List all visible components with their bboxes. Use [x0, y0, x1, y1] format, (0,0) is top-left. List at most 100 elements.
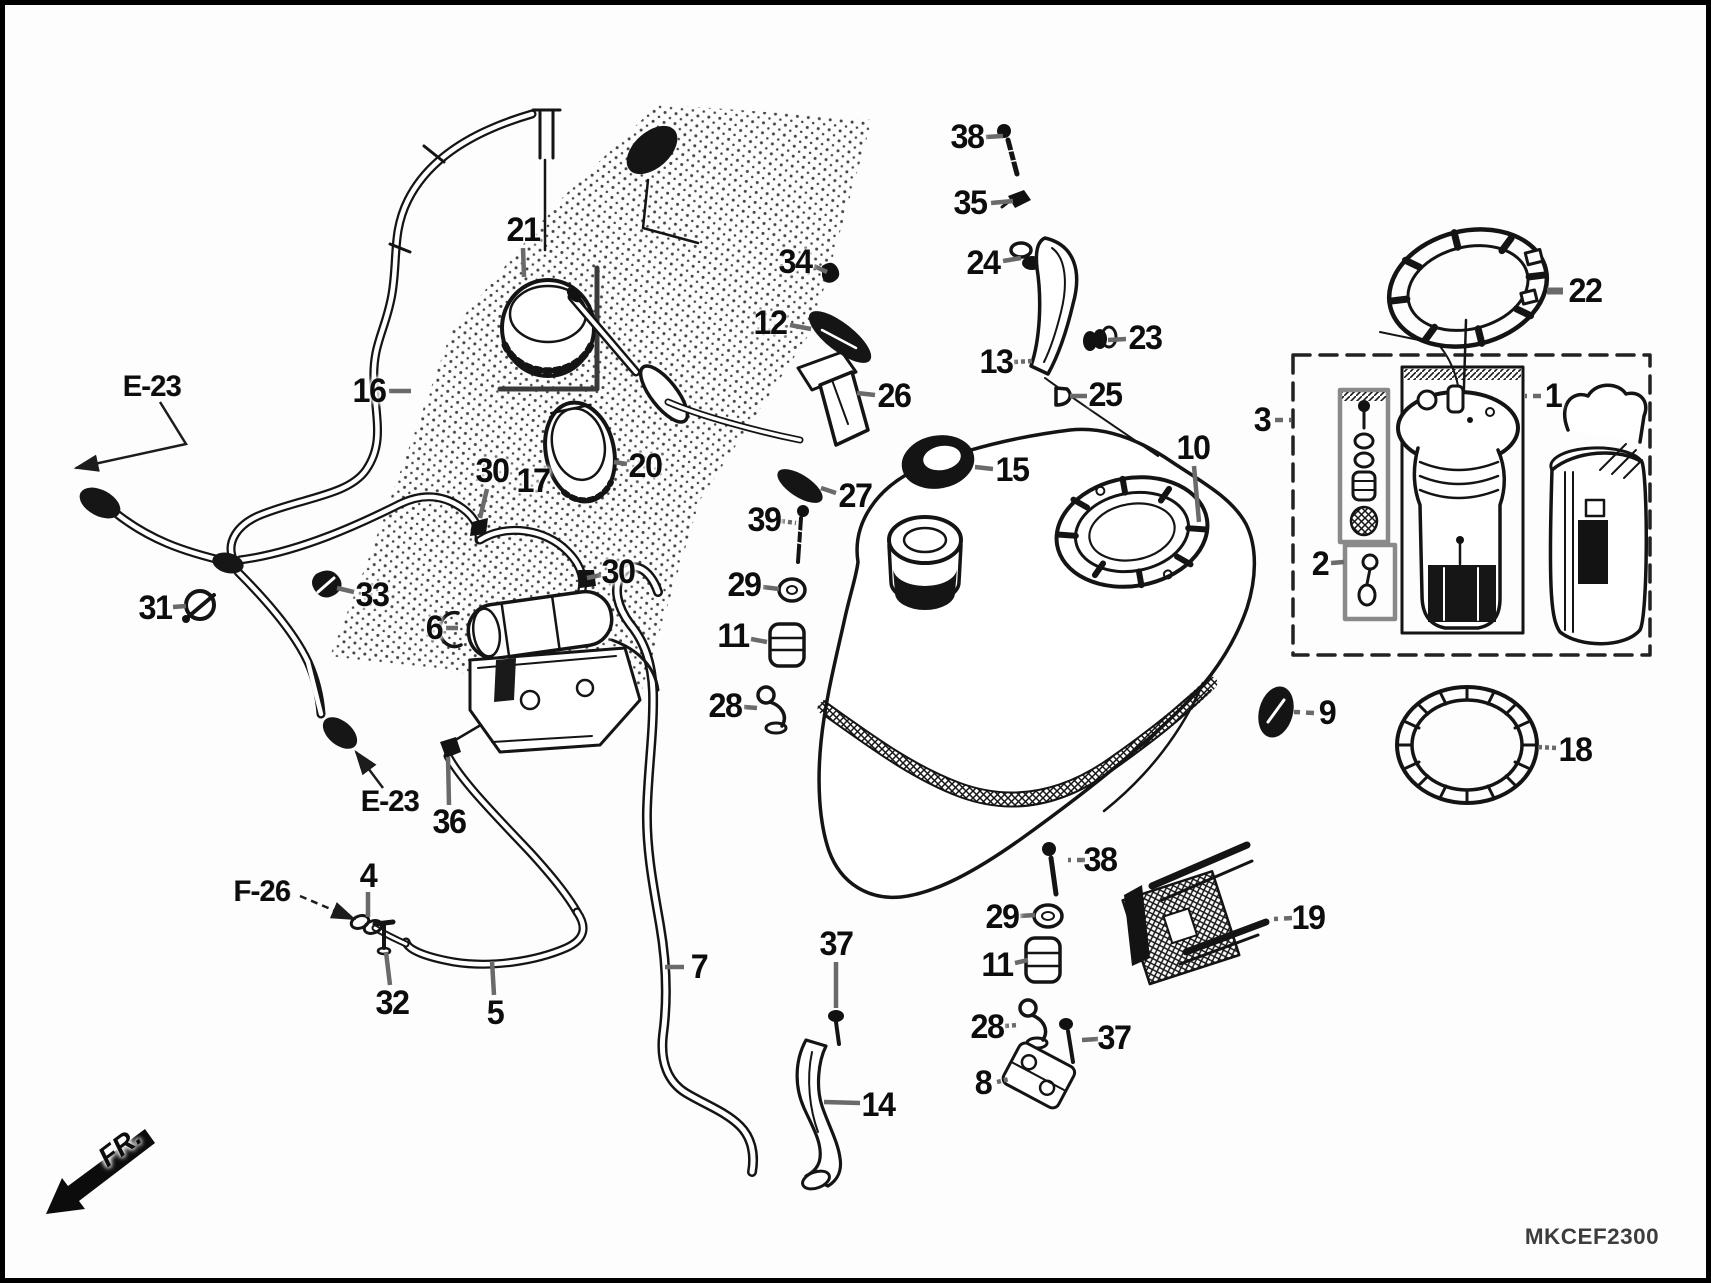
ref-label-E-23-45: E-23 [122, 370, 182, 403]
part-label-14-37: 14 [861, 1086, 896, 1124]
leader-21-9 [520, 247, 527, 278]
part-label-24-2: 24 [966, 244, 1001, 282]
part-label-25-7: 25 [1088, 376, 1123, 414]
leader-33-25 [336, 585, 355, 595]
diagram-code: MKCEF2300 [1524, 1224, 1660, 1249]
leader-2-23 [1330, 559, 1345, 566]
leader-31-24 [172, 603, 187, 610]
leader-29-39 [1019, 912, 1036, 919]
part-label-19-41: 19 [1291, 899, 1326, 937]
part-label-6-26: 6 [425, 609, 444, 647]
part-label-15-14: 15 [995, 451, 1030, 489]
ref-arrow-E-23-45 [73, 401, 188, 472]
part-label-17-12: 17 [516, 462, 551, 500]
tank-pump-opening [1054, 475, 1210, 589]
part-label-3-19: 3 [1253, 401, 1272, 439]
part-label-7-35: 7 [690, 948, 709, 986]
ref-label-E-23-46: E-23 [360, 785, 420, 818]
leader-14-37 [823, 1099, 861, 1106]
leader-12-4 [789, 322, 812, 332]
leader-23-6 [1107, 336, 1127, 343]
fr-label: FR. [92, 1120, 148, 1173]
part-label-8-44: 8 [974, 1064, 993, 1102]
part-label-22-18: 22 [1568, 272, 1603, 310]
leader-8-44 [996, 1076, 1010, 1085]
part-label-11-27: 11 [717, 617, 750, 655]
fuel-hoses [79, 108, 759, 1177]
part-label-32-33: 32 [375, 984, 410, 1022]
tank-filler-neck-left [887, 515, 963, 610]
part-label-16-10: 16 [352, 372, 387, 410]
part-label-37-43: 37 [1097, 1019, 1132, 1057]
ref-arrow-F-26-47 [299, 894, 357, 921]
part-label-30-21: 30 [601, 553, 636, 591]
leader-27-15 [820, 485, 837, 496]
part-label-21-9: 21 [506, 211, 541, 249]
leader-30-11 [477, 488, 490, 519]
ref-label-F-26-47: F-26 [233, 875, 291, 908]
part-label-11-40: 11 [981, 946, 1014, 984]
leader-lines [73, 133, 1563, 1106]
ring-18 [1395, 685, 1539, 805]
part-label-31-24: 31 [138, 589, 173, 627]
leader-19-41 [1273, 915, 1293, 922]
leader-36-31 [445, 756, 452, 806]
part-label-18-30: 18 [1558, 731, 1593, 769]
fr-direction-arrow [46, 1129, 155, 1214]
leader-32-33 [383, 951, 393, 986]
part-label-9-29: 9 [1318, 694, 1337, 732]
part-label-5-34: 5 [486, 994, 505, 1032]
fuel-filler-cap-21 [497, 265, 641, 392]
leader-15-14 [974, 464, 994, 472]
sender-and-gaskets [638, 311, 975, 735]
ref-arrow-E-23-46 [354, 750, 384, 789]
fuel-tank [817, 377, 1257, 900]
ring-22 [1386, 227, 1550, 349]
part-label-36-31: 36 [432, 803, 467, 841]
leader-11-27 [750, 636, 768, 645]
part-label-23-6: 23 [1128, 319, 1163, 357]
part-label-20-13: 20 [628, 447, 663, 485]
fuel-filler-cap-17 [543, 400, 617, 504]
leader-39-16 [780, 518, 797, 526]
part-label-26-8: 26 [877, 377, 912, 415]
fuel-pump-module [1291, 318, 1652, 657]
part-label-2-23: 2 [1311, 545, 1330, 583]
part-label-30-11: 30 [475, 452, 510, 490]
part-label-4-32: 4 [359, 857, 378, 895]
part-label-27-15: 27 [838, 477, 873, 515]
part-label-37-36: 37 [819, 925, 854, 963]
leader-38-0 [985, 133, 1004, 140]
leader-29-22 [762, 584, 780, 592]
leader-35-1 [990, 198, 1014, 206]
leader-24-2 [1002, 255, 1022, 264]
leader-26-8 [856, 390, 876, 398]
part-label-29-39: 29 [985, 898, 1020, 936]
leader-28-28 [743, 704, 758, 711]
leader-18-30 [1537, 744, 1557, 751]
leader-9-29 [1293, 709, 1315, 716]
part-label-33-25: 33 [355, 576, 390, 614]
leader-28-42 [1004, 1022, 1019, 1029]
leader-13-5 [1013, 358, 1034, 365]
leader-20-13 [613, 459, 628, 467]
leader-30-21 [586, 572, 602, 581]
part-label-10-17: 10 [1176, 429, 1211, 467]
leader-34-3 [813, 263, 828, 275]
top-fasteners [822, 124, 1118, 407]
part-label-1-20: 1 [1544, 377, 1563, 415]
canister-assembly [437, 589, 660, 754]
part-label-12-4: 12 [753, 304, 788, 342]
leader-11-40 [1014, 957, 1029, 966]
part-label-28-28: 28 [708, 687, 743, 725]
part-label-39-16: 39 [747, 501, 782, 539]
part-label-13-5: 13 [979, 343, 1014, 381]
part-label-28-42: 28 [970, 1008, 1005, 1046]
stipple-region [330, 104, 872, 696]
grommet-9 [1258, 686, 1294, 738]
leader-10-17 [1191, 465, 1202, 523]
part-label-34-3: 34 [778, 243, 813, 281]
